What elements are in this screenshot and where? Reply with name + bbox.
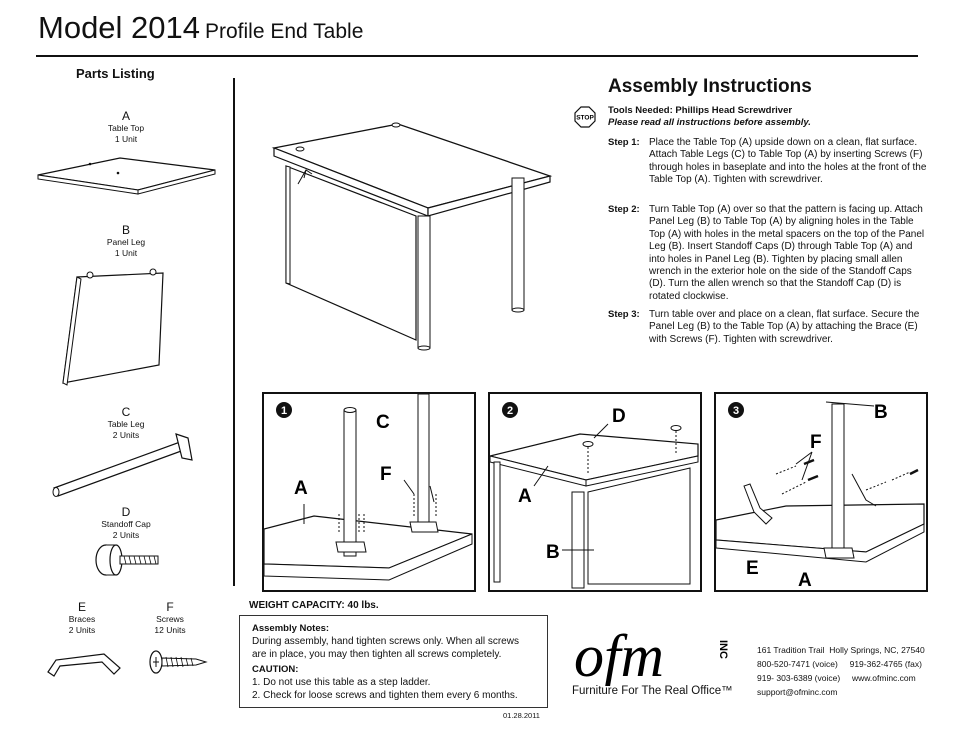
revision-date: 01.28.2011 [503,711,540,720]
notes-title: Assembly Notes: [252,623,330,634]
assembly-notes-box: Assembly Notes: During assembly, hand ti… [239,615,548,708]
part-qty: 1 Unit [114,247,138,258]
contact-address: 161 Tradition Trail Holly Springs, NC, 2… [757,645,925,655]
contact-email[interactable]: support@ofminc.com [757,687,838,697]
step-3-illustration: 3 B F E A [716,401,925,590]
logo-tagline: Furniture For The Real Office™ [572,685,733,697]
diagram-step-1: 1 C F A [262,392,476,592]
part-letter: D [121,505,131,519]
part-letter: F [166,600,174,614]
part-qty: 2 Units [112,529,140,540]
parts-listing-title: Parts Listing [76,66,155,81]
notes-line: During assembly, hand tighten screws onl… [252,636,519,647]
caution-line: 1. Do not use this table as a step ladde… [252,677,431,688]
step-number: 1 [281,405,287,417]
part-c-label: C Table Leg 2 Units [96,405,156,440]
callout-label: A [518,486,532,507]
part-d-label: D Standoff Cap 2 Units [96,505,156,540]
assembly-instructions-title: Assembly Instructions [608,76,812,97]
step-text: Turn table over and place on a clean, fl… [649,309,920,345]
title-divider [36,55,918,57]
stop-sign-icon: STOP [574,106,596,128]
part-f-label: F Screws 12 Units [140,600,200,635]
standoff-cap-part-drawing [95,544,159,576]
step-1-illustration: 1 C F A [264,394,473,581]
diagram-step-2: 2 D A B [488,392,702,592]
callout-label: B [546,542,560,563]
step-2: Step 2: Turn Table Top (A) over so that … [608,204,928,304]
weight-capacity: WEIGHT CAPACITY: 40 lbs. [249,600,379,611]
table-leg-part-drawing [52,433,193,497]
panel-leg-part-drawing [62,268,164,386]
part-name: Standoff Cap [101,519,151,530]
callout-label: A [294,478,308,499]
callout-label: C [376,412,390,433]
part-a-label: A Table Top 1 Unit [96,109,156,144]
step-3: Step 3: Turn table over and place on a c… [608,309,928,359]
model-number: Model 2014 [38,10,201,45]
notes-line: are in place, you may then tighten all s… [252,649,502,660]
screw-part-drawing [149,650,208,674]
part-name: Braces [68,614,96,625]
brace-part-drawing [47,653,121,677]
callout-label: D [612,406,626,427]
step-text: Place the Table Top (A) upside down on a… [649,137,927,186]
part-name: Table Top [107,123,145,134]
part-name: Screws [156,614,184,625]
step-text: Turn Table Top (A) over so that the patt… [649,204,925,302]
part-b-label: B Panel Leg 1 Unit [96,223,156,258]
tools-needed: Tools Needed: Phillips Head Screwdriver [608,105,793,116]
part-letter: A [121,109,130,123]
callout-label: F [380,464,392,485]
logo-inc: INC [717,640,728,659]
callout-label: F [810,432,822,453]
stop-text: STOP [576,115,594,122]
callout-label: A [798,570,812,590]
part-e-label: E Braces 2 Units [52,600,112,635]
step-number: 2 [507,405,513,417]
callout-label: B [874,402,888,423]
diagram-step-3: 3 B F E A [714,392,928,592]
step-label: Step 2: [608,204,640,215]
read-instructions-note: Please read all instructions before asse… [608,117,811,128]
part-qty: 2 Units [68,624,96,635]
step-number: 3 [733,405,739,417]
contact-phone-web: 919- 303-6389 (voice) www.ofminc.com [757,673,916,683]
caution-title: CAUTION: [252,664,299,675]
part-qty: 1 Unit [114,133,138,144]
part-letter: C [121,405,131,419]
part-letter: E [77,600,86,614]
step-label: Step 1: [608,137,640,148]
ofm-logo: ofm INC [574,628,728,686]
assembled-table-drawing [271,122,553,351]
contact-phone: 800-520-7471 (voice) 919-362-4765 (fax) [757,659,922,669]
part-qty: 2 Units [112,429,140,440]
table-top-part-drawing [37,157,216,195]
step-label: Step 3: [608,309,640,320]
logo-text: ofm [574,628,664,686]
part-name: Panel Leg [106,237,146,248]
part-name: Table Leg [107,419,145,430]
step-1: Step 1: Place the Table Top (A) upside d… [608,137,928,199]
part-qty: 12 Units [154,624,186,635]
caution-line: 2. Check for loose screws and tighten th… [252,690,518,701]
callout-label: E [746,558,759,579]
product-name: Profile End Table [205,20,364,43]
column-divider [233,78,235,586]
part-letter: B [121,223,130,237]
step-2-illustration: 2 D A B [490,402,699,589]
